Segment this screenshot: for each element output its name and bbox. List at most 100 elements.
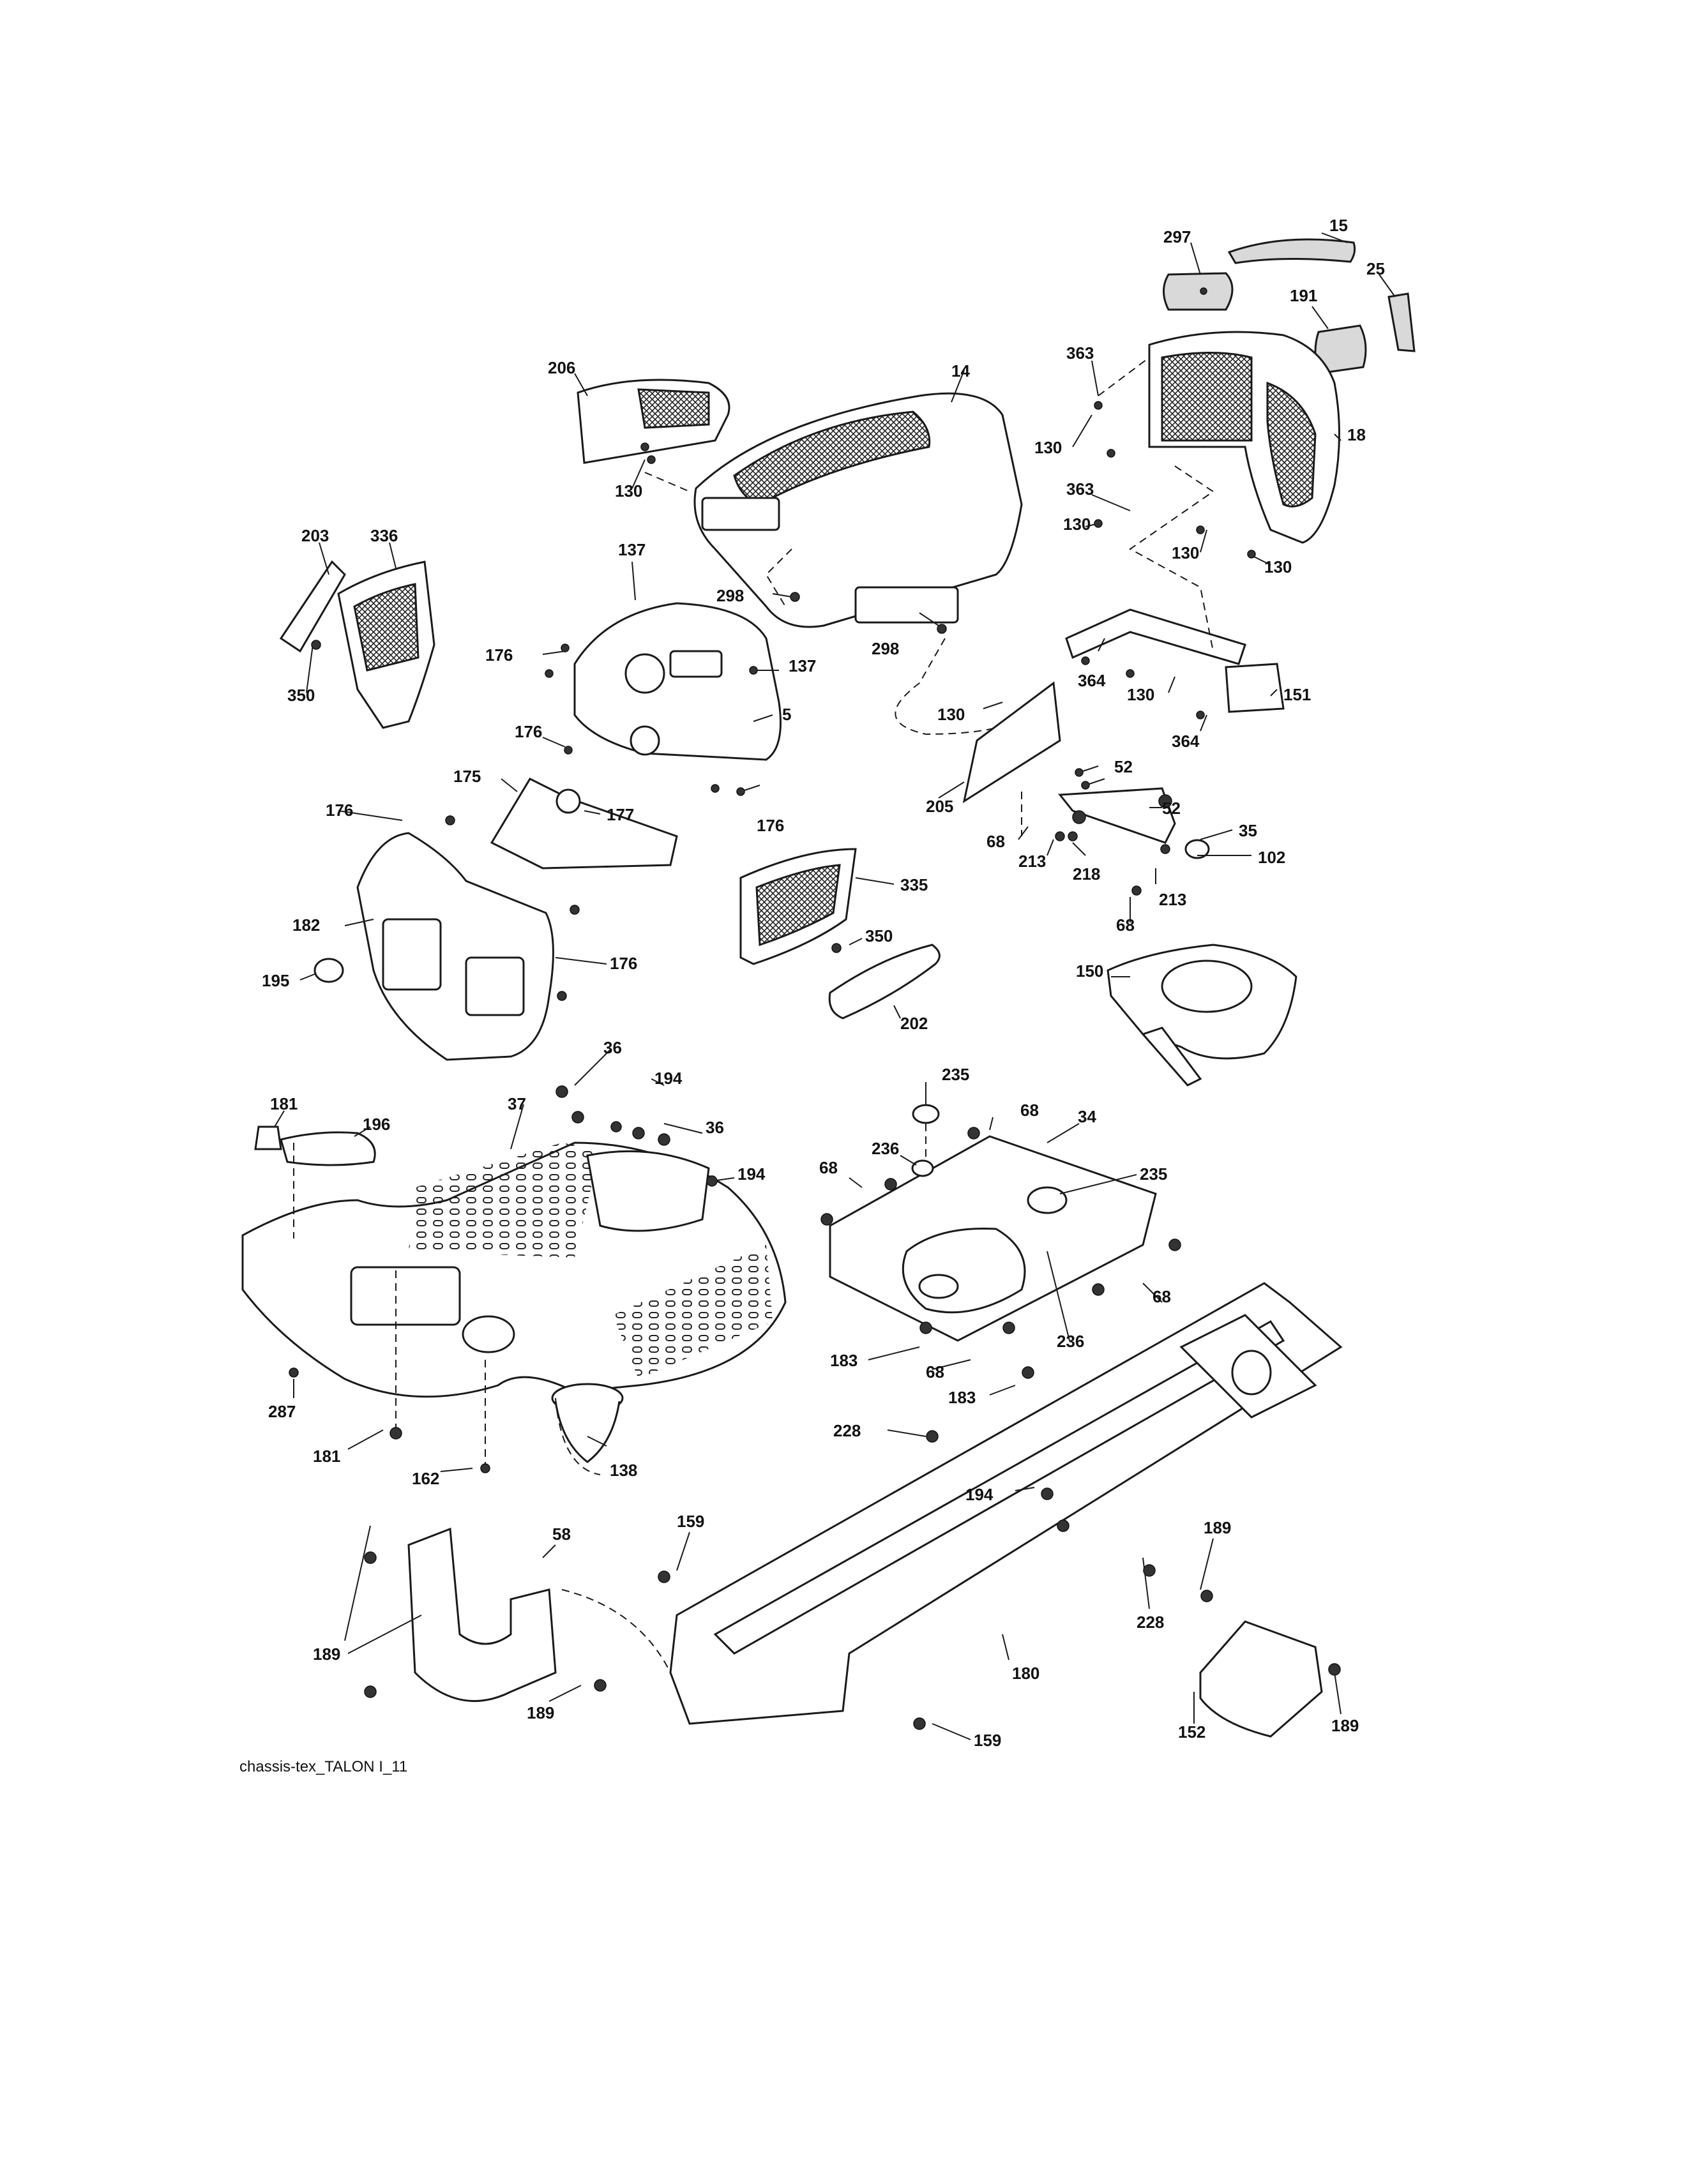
- callout-189: 189: [1204, 1518, 1231, 1537]
- callout-206: 206: [548, 358, 575, 377]
- callout-35: 35: [1239, 821, 1257, 840]
- callout-182: 182: [292, 915, 320, 935]
- callout-138: 138: [610, 1461, 637, 1480]
- callout-68: 68: [986, 832, 1005, 851]
- callout-194: 194: [654, 1069, 683, 1088]
- callout-236: 236: [872, 1139, 899, 1158]
- callout-228: 228: [833, 1421, 861, 1440]
- callout-336: 336: [370, 526, 398, 545]
- callout-213: 213: [1159, 890, 1186, 909]
- callout-176: 176: [610, 954, 637, 973]
- callout-151: 151: [1283, 685, 1311, 704]
- callout-218: 218: [1073, 864, 1100, 884]
- callout-202: 202: [900, 1014, 928, 1033]
- callout-37: 37: [508, 1094, 526, 1113]
- part-37-fender: [241, 1141, 787, 1398]
- callout-235: 235: [942, 1065, 969, 1084]
- part-205-side-plate: [962, 681, 1061, 804]
- callout-68: 68: [819, 1158, 838, 1177]
- callout-130: 130: [1063, 515, 1091, 534]
- callout-298: 298: [872, 639, 899, 658]
- part-14-hood: [693, 392, 1023, 628]
- callout-58: 58: [552, 1524, 571, 1544]
- callout-180: 180: [1012, 1664, 1039, 1683]
- callout-189: 189: [1331, 1716, 1359, 1735]
- part-58-bracket: [407, 1527, 557, 1703]
- part-15-trim-strip: [1227, 238, 1356, 264]
- callout-297: 297: [1163, 227, 1191, 246]
- callout-150: 150: [1076, 961, 1103, 981]
- callout-68: 68: [1153, 1287, 1171, 1306]
- part-364-bracket: [1065, 608, 1285, 713]
- callout-298: 298: [716, 586, 744, 605]
- callout-15: 15: [1329, 216, 1348, 235]
- callout-102: 102: [1258, 848, 1285, 867]
- part-206-side-panel: [577, 379, 730, 464]
- callout-130: 130: [1264, 557, 1292, 576]
- callout-137: 137: [618, 540, 646, 559]
- callout-labels: 297 15 191 25 363 18 130 363 130 130 130…: [262, 216, 1385, 1750]
- callout-175: 175: [453, 767, 481, 786]
- callout-159: 159: [974, 1731, 1001, 1750]
- part-196-badge: [280, 1131, 376, 1166]
- callout-36: 36: [603, 1038, 622, 1057]
- part-18-front-grille: [1148, 331, 1340, 544]
- callout-363: 363: [1066, 343, 1094, 363]
- part-297-lens: [1163, 272, 1234, 311]
- part-180-frame: [669, 1282, 1343, 1725]
- part-203-bracket: [279, 560, 346, 653]
- callout-52: 52: [1162, 799, 1181, 818]
- callout-228: 228: [1137, 1613, 1164, 1632]
- part-191-lens: [1314, 324, 1367, 375]
- callout-130: 130: [937, 705, 965, 724]
- part-236-spacer: [911, 1159, 934, 1177]
- part-35-washer: [1184, 839, 1210, 859]
- part-218-bracket: [1058, 787, 1176, 844]
- part-25-emblem: [1387, 292, 1416, 352]
- callout-34: 34: [1078, 1107, 1096, 1126]
- callout-130: 130: [615, 481, 642, 501]
- callout-176: 176: [515, 722, 542, 741]
- callout-152: 152: [1178, 1722, 1205, 1742]
- part-202-handle: [828, 944, 941, 1020]
- callout-363: 363: [1066, 479, 1094, 499]
- callout-162: 162: [412, 1469, 439, 1488]
- callout-203: 203: [301, 526, 329, 545]
- callout-18: 18: [1347, 425, 1366, 444]
- callout-213: 213: [1018, 852, 1046, 871]
- callout-176: 176: [485, 645, 513, 665]
- callout-130: 130: [1034, 438, 1062, 457]
- callout-335: 335: [900, 875, 928, 894]
- callout-14: 14: [951, 361, 970, 380]
- callout-5: 5: [782, 705, 791, 724]
- diagram-caption: chassis-tex_TALON I_11: [239, 1758, 407, 1775]
- callout-189: 189: [313, 1645, 340, 1664]
- callout-68: 68: [1020, 1101, 1039, 1120]
- callout-52: 52: [1114, 757, 1133, 776]
- part-336-side-grille: [337, 561, 435, 729]
- callout-350: 350: [287, 686, 315, 705]
- callout-176: 176: [326, 801, 353, 820]
- hardware-screws: [289, 401, 1341, 1730]
- callout-25: 25: [1366, 259, 1385, 278]
- callout-181: 181: [270, 1094, 298, 1113]
- part-235-grommet: [912, 1104, 940, 1124]
- callout-350: 350: [865, 926, 893, 945]
- part-335-side-grille: [739, 848, 857, 965]
- part-175-bracket: [490, 778, 678, 869]
- part-150-dash-cover: [1107, 944, 1297, 1087]
- callout-137: 137: [789, 656, 816, 675]
- part-152-shield: [1199, 1620, 1323, 1738]
- callout-130: 130: [1127, 685, 1154, 704]
- callout-176: 176: [757, 816, 784, 835]
- callout-195: 195: [262, 971, 289, 990]
- callout-287: 287: [268, 1402, 296, 1421]
- callout-194: 194: [965, 1485, 994, 1504]
- callout-36: 36: [706, 1118, 724, 1137]
- callout-177: 177: [607, 805, 634, 824]
- assembly-dashed-lines: [293, 357, 1214, 1673]
- callout-183: 183: [830, 1351, 858, 1370]
- part-34-mounting-plate: [829, 1135, 1157, 1342]
- callout-194: 194: [737, 1164, 766, 1184]
